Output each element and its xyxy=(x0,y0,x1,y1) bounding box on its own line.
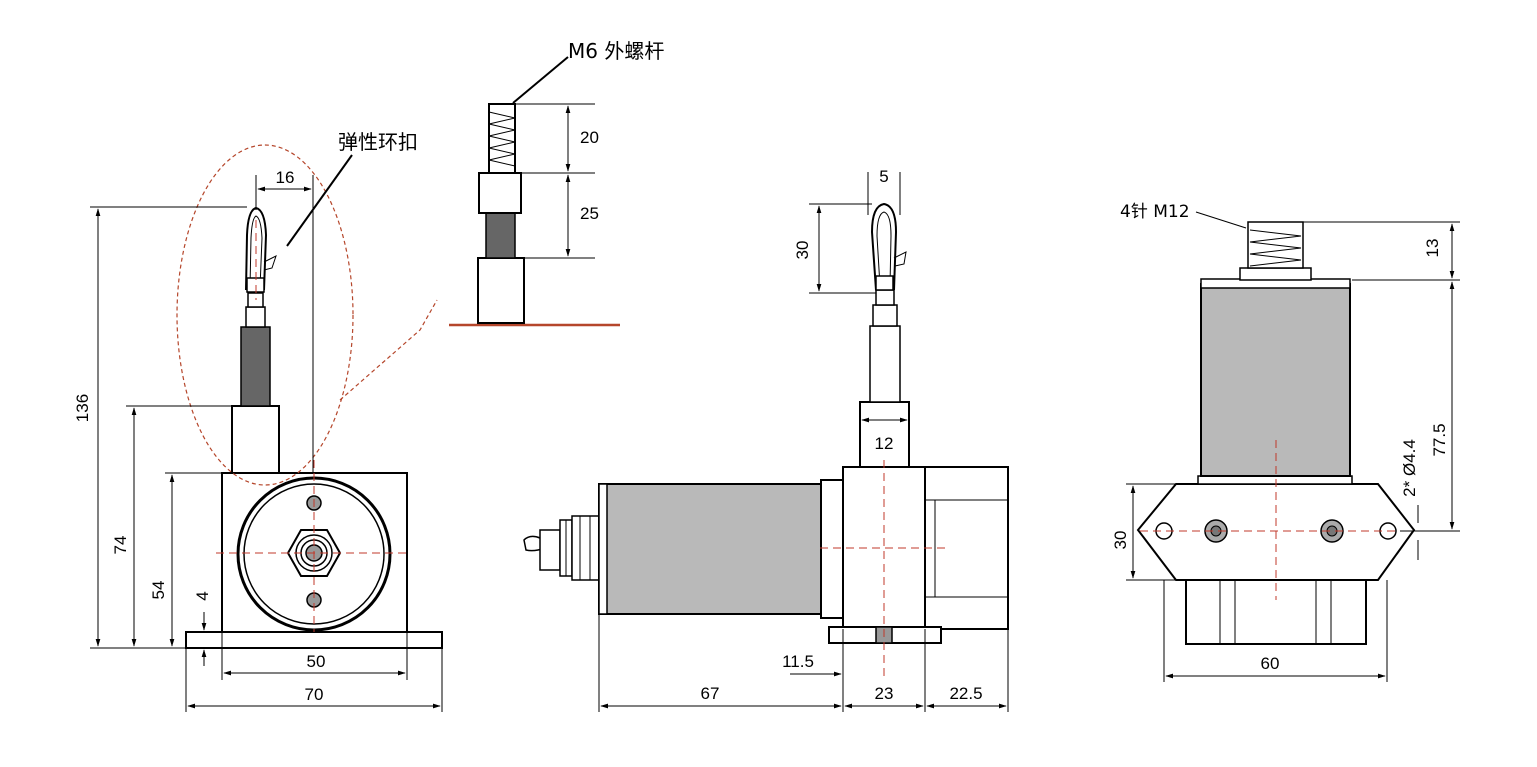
detail-base-block xyxy=(477,257,525,324)
dim-60: 60 xyxy=(1261,654,1280,673)
side-encoder-body xyxy=(598,483,822,615)
side-cable-gland xyxy=(523,515,600,581)
dim-16: 16 xyxy=(276,168,295,187)
detail-dark-rod xyxy=(485,212,516,259)
dim-70: 70 xyxy=(305,685,324,704)
dim-11-5: 11.5 xyxy=(782,652,814,671)
m6-rod-label: M6 外螺杆 xyxy=(568,39,664,63)
dim-5: 5 xyxy=(879,167,888,186)
dim-30-rear: 30 xyxy=(1111,531,1130,550)
front-dark-rod xyxy=(240,326,271,407)
dim-30-side: 30 xyxy=(793,241,812,260)
dim-12: 12 xyxy=(875,434,894,453)
dim-22-5: 22.5 xyxy=(949,684,982,703)
side-clip xyxy=(870,202,907,291)
dim-25: 25 xyxy=(580,204,599,223)
dim-74: 74 xyxy=(111,536,130,555)
detail-callout-ellipse xyxy=(176,144,354,486)
dim-54: 54 xyxy=(149,581,168,600)
rear-connector-nut xyxy=(1239,267,1312,281)
dim-67: 67 xyxy=(701,684,720,703)
dim-23: 23 xyxy=(875,684,894,703)
detail-view: 20 25 M6 外螺杆 xyxy=(449,39,664,327)
front-clip xyxy=(245,206,277,293)
front-view: 136 74 54 4 16 50 70 弹性环扣 xyxy=(73,130,443,712)
dim-77-5: 77.5 xyxy=(1430,423,1449,456)
rear-view: 13 77.5 2* Ø4.4 30 60 4针 M12 xyxy=(1111,202,1460,682)
dim-20: 20 xyxy=(580,128,599,147)
connector-label: 4针 M12 xyxy=(1120,202,1190,222)
dim-13: 13 xyxy=(1423,239,1442,258)
side-view: 5 30 12 11.5 67 23 22.5 xyxy=(523,167,1009,712)
detail-collar xyxy=(478,172,522,214)
dim-4: 4 xyxy=(193,591,212,600)
front-base-plate xyxy=(185,631,443,649)
front-exit-block xyxy=(231,405,280,474)
dim-50: 50 xyxy=(307,652,326,671)
dim-136: 136 xyxy=(73,394,92,422)
dim-hole: 2* Ø4.4 xyxy=(1400,439,1419,497)
clip-label: 弹性环扣 xyxy=(338,130,418,154)
